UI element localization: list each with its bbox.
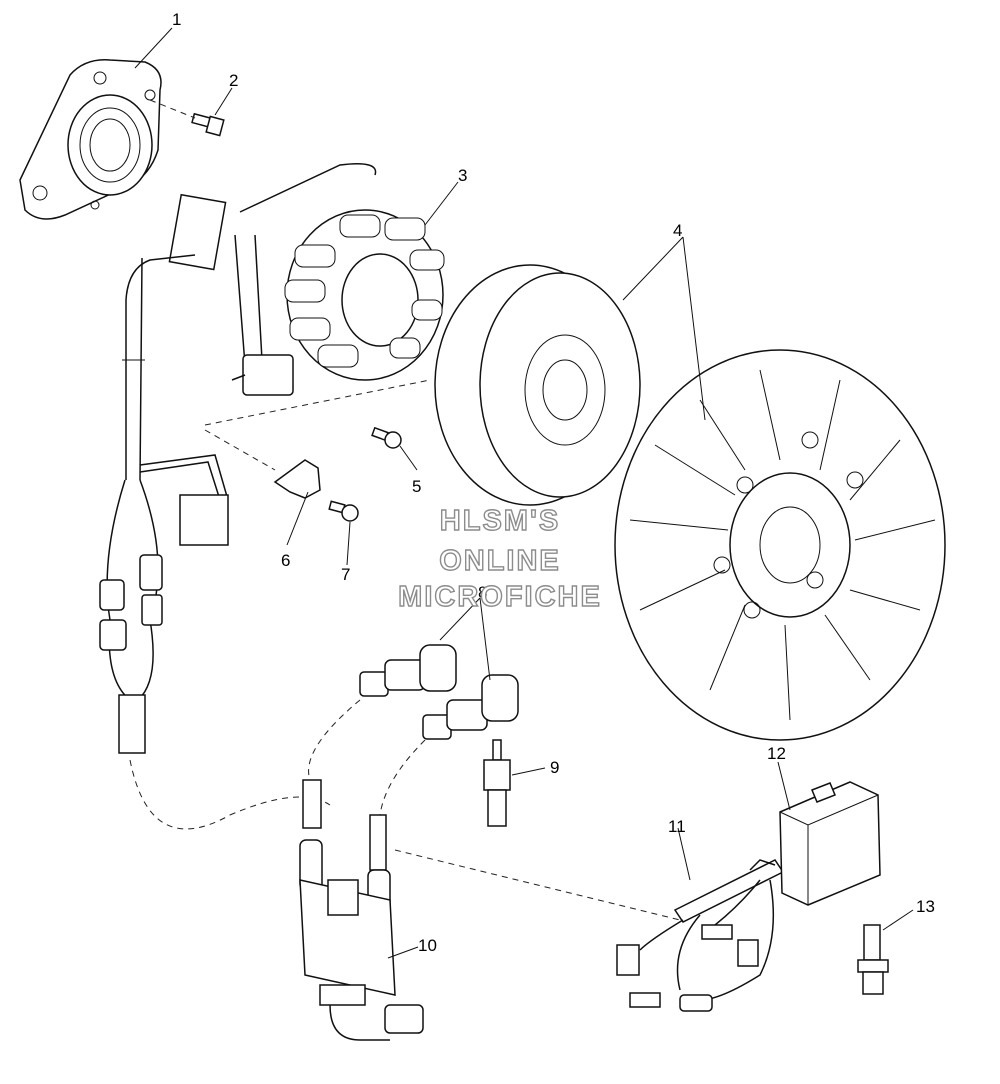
part-5-screw bbox=[371, 426, 402, 449]
part-4-fan bbox=[614, 349, 946, 741]
callout-6: 6 bbox=[281, 551, 290, 570]
leader-9 bbox=[511, 767, 546, 776]
stator-wiring-harness bbox=[99, 163, 377, 754]
leader-13 bbox=[882, 909, 914, 931]
leader-5 bbox=[399, 445, 418, 471]
watermark-line-2: ONLINE bbox=[439, 545, 561, 577]
part-7-screw bbox=[328, 500, 359, 522]
callout-4: 4 bbox=[673, 221, 682, 240]
part-11-wire-harness bbox=[616, 859, 785, 1012]
leader-8 bbox=[439, 597, 491, 681]
leader-1 bbox=[134, 27, 173, 69]
callout-5: 5 bbox=[412, 477, 421, 496]
part-8-plug-caps bbox=[359, 644, 519, 740]
leader-2 bbox=[214, 87, 233, 116]
part-3-stator-coils bbox=[284, 209, 445, 381]
leader-7 bbox=[346, 521, 351, 566]
leader-10 bbox=[387, 946, 419, 959]
part-4-flywheel bbox=[434, 264, 641, 506]
watermark: HLSM'S ONLINE MICROFICHE bbox=[397, 504, 602, 613]
callout-9: 9 bbox=[550, 758, 559, 777]
part-9-spark-plug bbox=[483, 739, 511, 827]
callout-3: 3 bbox=[458, 166, 467, 185]
part-12-regulator bbox=[779, 781, 881, 906]
dash-3 bbox=[204, 379, 431, 426]
part-13-fastener bbox=[857, 924, 889, 995]
leader-12 bbox=[777, 761, 791, 811]
dash-10 bbox=[394, 849, 681, 921]
callout-11: 11 bbox=[668, 817, 686, 836]
callout-10: 10 bbox=[418, 936, 437, 955]
callout-1: 1 bbox=[172, 10, 181, 29]
watermark-line-3: MICROFICHE bbox=[398, 581, 602, 613]
dash-4 bbox=[204, 429, 276, 471]
leader-11 bbox=[677, 827, 691, 881]
leader-3 bbox=[424, 181, 459, 226]
dash-8b bbox=[379, 739, 426, 816]
callout-8: 8 bbox=[478, 583, 487, 602]
callout-13: 13 bbox=[916, 897, 935, 916]
part-10-ignition-coil bbox=[299, 779, 424, 1041]
callout-2: 2 bbox=[229, 71, 238, 90]
dash-8a bbox=[308, 699, 361, 781]
leader-4 bbox=[622, 236, 706, 421]
watermark-line-1: HLSM'S bbox=[440, 505, 560, 537]
part-6-bracket bbox=[273, 459, 321, 499]
dash-2 bbox=[149, 99, 196, 119]
part-1-stator-plate bbox=[19, 59, 162, 220]
dash-harness bbox=[129, 759, 331, 830]
callout-7: 7 bbox=[341, 565, 350, 584]
callout-12: 12 bbox=[767, 744, 786, 763]
leader-6 bbox=[286, 491, 309, 546]
part-2-screw bbox=[191, 112, 225, 137]
